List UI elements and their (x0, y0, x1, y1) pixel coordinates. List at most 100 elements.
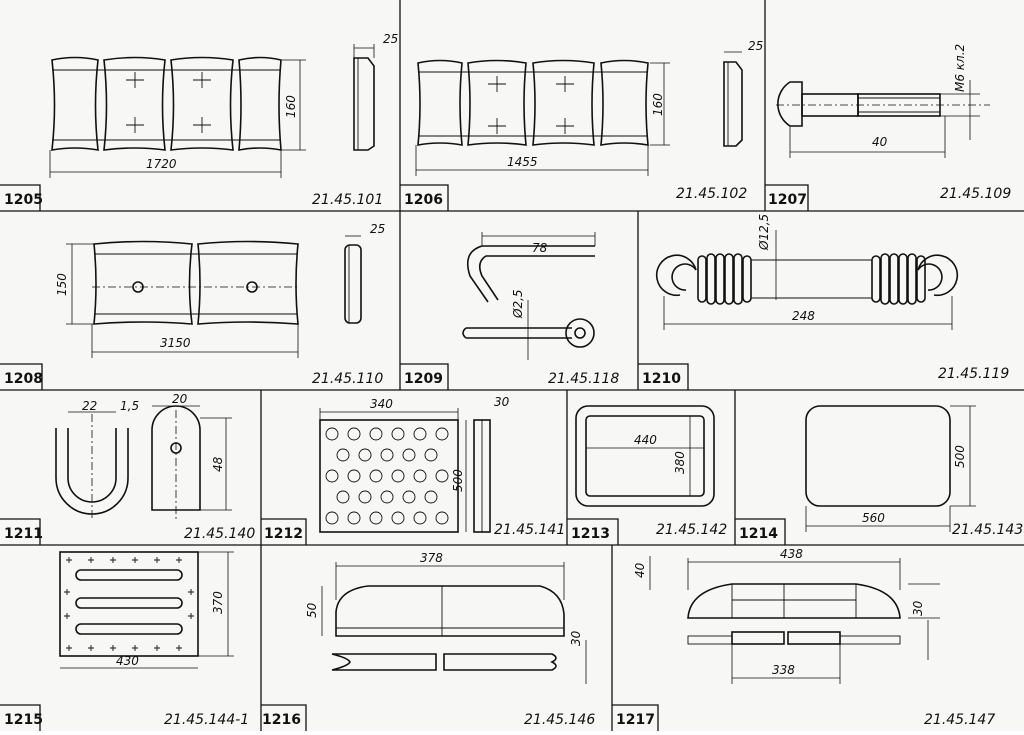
code-1206: 21.45.102 (676, 186, 747, 202)
code-1208: 21.45.110 (312, 371, 383, 387)
perforation-hole (336, 448, 350, 462)
label-1212: 1212 (264, 526, 303, 542)
dim-1206-height: 160 (651, 93, 665, 116)
dim-1208-thickness: 25 (370, 222, 385, 236)
code-1205: 21.45.101 (312, 192, 383, 208)
dim-1216-thickness: 30 (569, 630, 583, 646)
label-1217: 1217 (616, 712, 655, 728)
dim-1209-wire: Ø2,5 (511, 289, 525, 319)
perforation-hole (413, 511, 427, 525)
part-1212: 340 30 500 1212 21.45.141 (264, 395, 565, 542)
code-1217: 21.45.147 (924, 712, 995, 728)
code-1212: 21.45.141 (494, 522, 565, 538)
code-1211: 21.45.140 (184, 526, 255, 542)
dim-1215-width: 430 (116, 654, 139, 668)
part-1211: 22 1,5 20 48 1211 21.45.140 (4, 392, 255, 542)
part-1206: 25 160 1455 1206 21.45.102 (404, 39, 763, 208)
perforation-hole (380, 490, 394, 504)
dim-1212-thickness: 30 (494, 395, 510, 409)
dim-1216-length: 378 (420, 551, 443, 565)
label-1206: 1206 (404, 192, 443, 208)
code-1215: 21.45.144-1 (164, 712, 249, 728)
dim-1205-thickness: 25 (383, 32, 398, 46)
dim-1206-thickness: 25 (748, 39, 763, 53)
perforation-hole (402, 448, 416, 462)
perforation-hole (325, 427, 339, 441)
perforation-hole (347, 469, 361, 483)
dim-1206-length: 1455 (507, 155, 538, 169)
perforation-hole (424, 490, 438, 504)
dim-1211-width: 22 (82, 399, 97, 413)
perforation-hole (347, 427, 361, 441)
perforation-hole (391, 427, 405, 441)
part-1207: М6 кл.2 40 1207 21.45.109 (768, 44, 1011, 208)
label-1209: 1209 (404, 371, 443, 387)
dim-1213-height: 380 (673, 451, 687, 474)
part-1213: 440 380 1213 21.45.142 (571, 405, 727, 542)
dim-1217-height: 40 (633, 562, 647, 578)
dim-1214-height: 500 (953, 445, 967, 468)
dim-1207-length: 40 (872, 135, 888, 149)
perforation-hole (358, 490, 372, 504)
perforation-hole (369, 469, 383, 483)
perforation-hole (413, 469, 427, 483)
label-1213: 1213 (571, 526, 610, 542)
label-1215: 1215 (4, 712, 43, 728)
perforation-holes (325, 427, 449, 525)
dim-1214-width: 560 (862, 511, 885, 525)
dim-1212-height: 500 (451, 469, 465, 492)
label-1211: 1211 (4, 526, 43, 542)
dim-1217-thickness: 30 (911, 600, 925, 616)
dim-1211-thickness: 1,5 (120, 399, 139, 413)
part-1216: 378 50 30 1216 21.45.146 (262, 551, 595, 728)
dim-1205-height: 160 (284, 95, 298, 118)
label-1207: 1207 (768, 192, 807, 208)
perforation-hole (435, 469, 449, 483)
dim-1208-height: 150 (55, 273, 69, 296)
dim-1211-tab: 20 (172, 392, 188, 406)
perforation-hole (435, 511, 449, 525)
label-1214: 1214 (739, 526, 778, 542)
label-1208: 1208 (4, 371, 43, 387)
part-1205: 25 160 1720 1205 21.45.101 (4, 32, 398, 208)
dim-1207-thread: М6 кл.2 (953, 44, 967, 92)
dim-1210-length: 248 (792, 309, 815, 323)
part-1214: 500 560 1214 21.45.143 (739, 405, 1023, 542)
label-1216: 1216 (262, 712, 301, 728)
part-1210: Ø12,5 248 1210 21.45.119 (642, 214, 1009, 387)
perforation-hole (369, 511, 383, 525)
perforation-hole (336, 490, 350, 504)
perforation-hole (391, 469, 405, 483)
code-1209: 21.45.118 (548, 371, 619, 387)
perforation-hole (358, 448, 372, 462)
code-1207: 21.45.109 (940, 186, 1011, 202)
part-1208: 25 150 3150 1208 21.45.110 (4, 222, 385, 387)
perforation-hole (369, 427, 383, 441)
dim-1210-diameter: Ø12,5 (757, 214, 771, 251)
part-1209: 78 Ø2,5 1209 21.45.118 (404, 232, 619, 387)
label-1210: 1210 (642, 371, 681, 387)
perforation-hole (380, 448, 394, 462)
dim-1216-height: 50 (305, 602, 319, 618)
perforation-hole (413, 427, 427, 441)
perforation-hole (347, 511, 361, 525)
perforation-hole (435, 427, 449, 441)
part-1215: 370 430 1215 21.45.144-1 (4, 551, 249, 728)
dim-1217-inner: 338 (772, 663, 795, 677)
dim-1217-length: 438 (780, 547, 803, 561)
perforation-hole (325, 469, 339, 483)
perforation-hole (325, 511, 339, 525)
perforation-hole (391, 511, 405, 525)
dim-1209-length: 78 (532, 241, 548, 255)
perforation-hole (402, 490, 416, 504)
perforation-hole (424, 448, 438, 462)
code-1214: 21.45.143 (952, 522, 1023, 538)
dim-1215-height: 370 (211, 591, 225, 614)
dim-1213-width: 440 (634, 433, 657, 447)
dim-1212-width: 340 (370, 397, 393, 411)
code-1216: 21.45.146 (524, 712, 595, 728)
part-1217: 438 40 30 338 1217 21.45.147 (616, 547, 995, 728)
